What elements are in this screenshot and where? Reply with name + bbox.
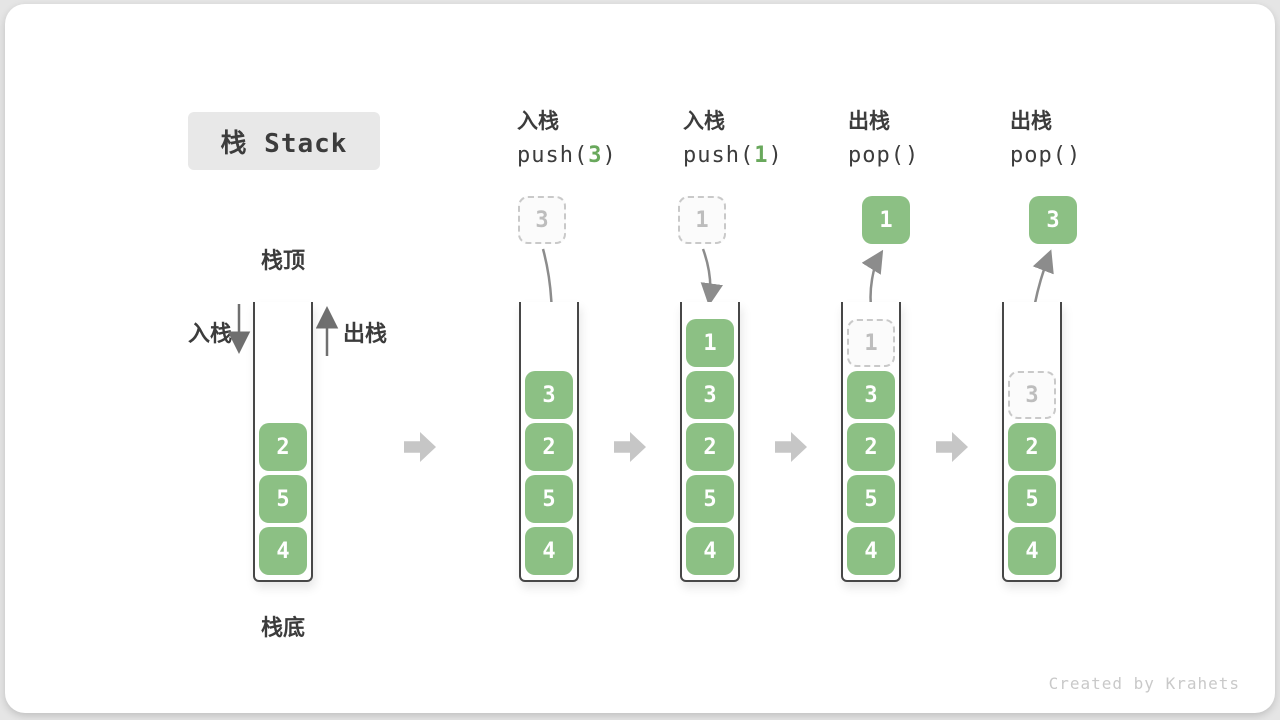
stack-cell-initial: 5 <box>259 475 307 523</box>
stack-cell-pop-1: 4 <box>847 527 895 575</box>
column-header-push-1: 入栈 push(1) <box>683 105 783 168</box>
operation-code: push(3) <box>517 143 617 168</box>
code-post: ) <box>602 143 617 168</box>
ghost-cell-pop-3: 3 <box>1008 371 1056 419</box>
stack-cell-push-1: 2 <box>686 423 734 471</box>
stack-cell-push-3: 4 <box>525 527 573 575</box>
stack-cell-pop-3: 4 <box>1008 527 1056 575</box>
right-block-arrow-icon <box>614 432 646 462</box>
floating-value-push-1: 1 <box>678 196 726 244</box>
operation-label: 出栈 <box>848 110 890 133</box>
code-arg: 1 <box>754 143 769 168</box>
pop-direction-label: 出栈 <box>343 321 388 346</box>
right-block-arrow-icon <box>775 432 807 462</box>
stack-cell-push-1: 1 <box>686 319 734 367</box>
code-post: ) <box>1066 143 1082 168</box>
right-block-arrow-icon <box>936 432 968 462</box>
column-header-pop-1: 出栈 pop() <box>848 105 919 168</box>
stack-cell-pop-3: 5 <box>1008 475 1056 523</box>
stack-top-label: 栈顶 <box>260 248 305 273</box>
operation-code: pop() <box>848 143 919 168</box>
code-arg: 3 <box>588 143 603 168</box>
column-header-pop-3: 出栈 pop() <box>1010 105 1081 168</box>
stack-cell-push-1: 3 <box>686 371 734 419</box>
stack-cell-initial: 2 <box>259 423 307 471</box>
operation-code: push(1) <box>683 143 783 168</box>
right-block-arrow-icon <box>404 432 436 462</box>
stack-cell-pop-3: 2 <box>1008 423 1056 471</box>
push-1-arrow-icon <box>700 248 723 306</box>
operation-label: 入栈 <box>517 110 559 133</box>
floating-value-pop-3: 3 <box>1029 196 1077 244</box>
stack-cell-initial: 4 <box>259 527 307 575</box>
push-direction-label: 入栈 <box>187 321 232 346</box>
stack-cell-push-3: 3 <box>525 371 573 419</box>
credit-text: Created by Krahets <box>1048 674 1240 693</box>
code-post: ) <box>768 143 783 168</box>
stack-cell-pop-1: 3 <box>847 371 895 419</box>
operation-code: pop() <box>1010 143 1081 168</box>
ghost-cell-pop-1: 1 <box>847 319 895 367</box>
operation-label: 入栈 <box>683 110 725 133</box>
code-pre: pop( <box>848 143 905 168</box>
floating-value-push-3: 3 <box>518 196 566 244</box>
code-pre: push( <box>683 143 755 168</box>
code-pre: pop( <box>1010 143 1067 168</box>
code-pre: push( <box>517 143 589 168</box>
stack-cell-push-3: 2 <box>525 423 573 471</box>
column-header-push-3: 入栈 push(3) <box>517 105 617 168</box>
stack-cell-pop-1: 5 <box>847 475 895 523</box>
operation-label: 出栈 <box>1010 110 1052 133</box>
code-post: ) <box>904 143 920 168</box>
stack-cell-push-3: 5 <box>525 475 573 523</box>
diagram-title: 栈 Stack <box>188 112 380 170</box>
stack-cell-push-1: 4 <box>686 527 734 575</box>
stack-cell-push-1: 5 <box>686 475 734 523</box>
stack-cell-pop-1: 2 <box>847 423 895 471</box>
stack-bottom-label: 栈底 <box>260 615 305 640</box>
floating-value-pop-1: 1 <box>862 196 910 244</box>
